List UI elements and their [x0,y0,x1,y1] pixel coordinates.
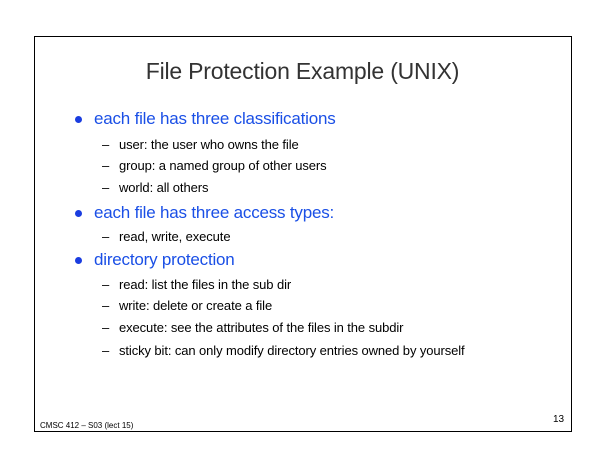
sub-item-text: sticky bit: can only modify directory en… [119,343,465,358]
sub-item-group: – group: a named group of other users [102,157,327,174]
bullet-text: each file has three access types: [94,203,335,222]
sub-item-dir-execute: – execute: see the attributes of the fil… [102,319,403,336]
sub-item-world: – world: all others [102,179,208,196]
bullet-item-directory-protection: directory protection [66,249,235,271]
page-number: 13 [553,414,565,425]
sub-item-rwx: – read, write, execute [102,228,231,245]
sub-item-text: world: all others [119,180,209,195]
slide-frame [34,36,572,432]
bullet-text: directory protection [94,250,235,269]
sub-item-text: execute: see the attributes of the files… [119,320,404,335]
dash-icon: – [102,343,110,358]
dash-icon: – [102,158,110,173]
dash-icon: – [102,180,110,195]
sub-item-dir-write: – write: delete or create a file [102,297,272,314]
dash-icon: – [102,137,110,152]
dash-icon: – [102,277,110,292]
slide-title: File Protection Example (UNIX) [145,58,460,84]
bullet-text: each file has three classifications [94,109,336,128]
sub-item-user: – user: the user who owns the file [102,136,299,153]
bullet-item-access-types: each file has three access types: [66,202,334,224]
bullet-dot-icon [75,115,82,123]
sub-item-dir-read: – read: list the files in the sub dir [102,276,291,293]
sub-item-text: user: the user who owns the file [119,137,299,152]
footer-course-label: CMSC 412 – S03 (lect 15) [40,421,134,430]
sub-item-text: write: delete or create a file [119,298,273,313]
sub-item-sticky-bit: – sticky bit: can only modify directory … [102,342,499,359]
dash-icon: – [102,320,110,335]
bullet-dot-icon [75,209,82,217]
dash-icon: – [102,229,110,244]
dash-icon: – [102,298,110,313]
bullet-dot-icon [75,256,82,264]
sub-item-text: group: a named group of other users [119,158,327,173]
sub-item-text: read: list the files in the sub dir [119,277,292,292]
sub-item-text: read, write, execute [119,229,231,244]
bullet-item-classifications: each file has three classifications [66,108,336,130]
